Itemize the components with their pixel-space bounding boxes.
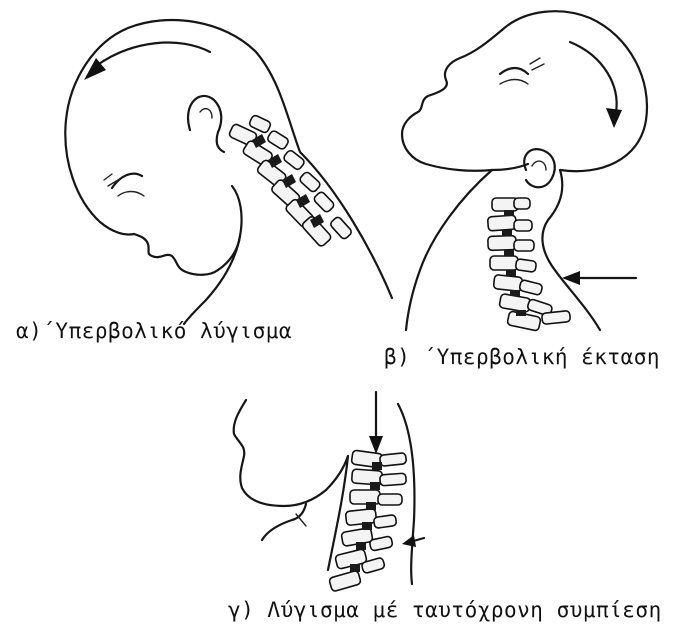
- head-a-outline: [65, 20, 392, 324]
- panel-b-hyperextension: [402, 11, 647, 331]
- cervical-spine-a: [228, 114, 353, 247]
- caption-c: γ) Λύγισμα μέ ταυτόχρονη συμπίεση: [228, 598, 662, 622]
- caption-b: β) ΄Υπερβολική έκταση: [384, 345, 660, 369]
- curved-arrow-b: [570, 42, 622, 128]
- panel-a-hyperflexion: [65, 20, 392, 324]
- small-arrow-c: [402, 535, 424, 547]
- curved-arrow-a: [84, 43, 210, 80]
- head-c-outline: [234, 400, 415, 584]
- caption-a: α)΄Υπερβολικό λύγισμα: [16, 319, 292, 343]
- vertical-arrow-c: [369, 392, 383, 454]
- cervical-spine-b: [488, 198, 571, 331]
- straight-arrow-b: [562, 271, 636, 285]
- panel-c-flexion-compression: [234, 392, 424, 592]
